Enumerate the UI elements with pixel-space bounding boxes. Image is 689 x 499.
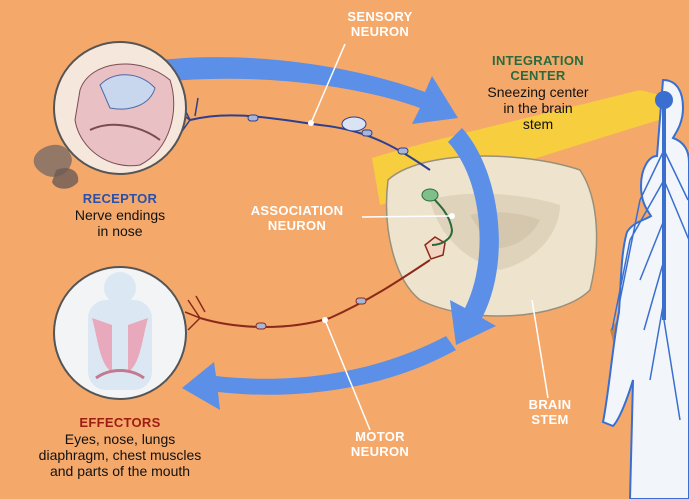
motor-arrow-icon (182, 336, 456, 410)
receptor-label: RECEPTOR Nerve endings in nose (50, 192, 190, 239)
sensory-neuron-line2: NEURON (330, 25, 430, 40)
integration-center-label: INTEGRATION CENTER Sneezing center in th… (458, 54, 618, 132)
effectors-illustration (54, 267, 186, 399)
integration-title-line1: INTEGRATION (458, 54, 618, 69)
sensory-neuron-label: SENSORY NEURON (330, 10, 430, 40)
association-neuron-point (449, 213, 455, 219)
association-neuron-label: ASSOCIATION NEURON (232, 204, 362, 234)
effectors-label: EFFECTORS Eyes, nose, lungs diaphragm, c… (10, 416, 230, 479)
sensory-neuron-point (308, 120, 314, 126)
integration-desc-line2: in the brain (458, 100, 618, 116)
sensory-neuron-line1: SENSORY (330, 10, 430, 25)
receptor-desc-line2: in nose (50, 223, 190, 239)
integration-title-line2: CENTER (458, 69, 618, 84)
receptor-title: RECEPTOR (50, 192, 190, 207)
association-neuron-line2: NEURON (232, 219, 362, 234)
motor-neuron-line1: MOTOR (335, 430, 425, 445)
brain-stem-label: BRAIN STEM (515, 398, 585, 428)
brain-stem-line2: STEM (515, 413, 585, 428)
effectors-desc-line1: Eyes, nose, lungs (10, 431, 230, 447)
integration-desc-line3: stem (458, 116, 618, 132)
motor-neuron-point (322, 317, 328, 323)
sensory-arrow-icon (160, 57, 458, 124)
effectors-desc-line3: and parts of the mouth (10, 463, 230, 479)
human-brain-icon (655, 91, 673, 109)
brain-stem-line1: BRAIN (515, 398, 585, 413)
effectors-title: EFFECTORS (10, 416, 230, 431)
receptor-illustration (34, 42, 186, 189)
association-neuron-line1: ASSOCIATION (232, 204, 362, 219)
human-body (603, 80, 689, 499)
receptor-desc-line1: Nerve endings (50, 207, 190, 223)
integration-desc-line1: Sneezing center (458, 84, 618, 100)
human-figure (603, 80, 689, 499)
motor-neuron-line2: NEURON (335, 445, 425, 460)
motor-neuron-label: MOTOR NEURON (335, 430, 425, 460)
effectors-desc-line2: diaphragm, chest muscles (10, 447, 230, 463)
